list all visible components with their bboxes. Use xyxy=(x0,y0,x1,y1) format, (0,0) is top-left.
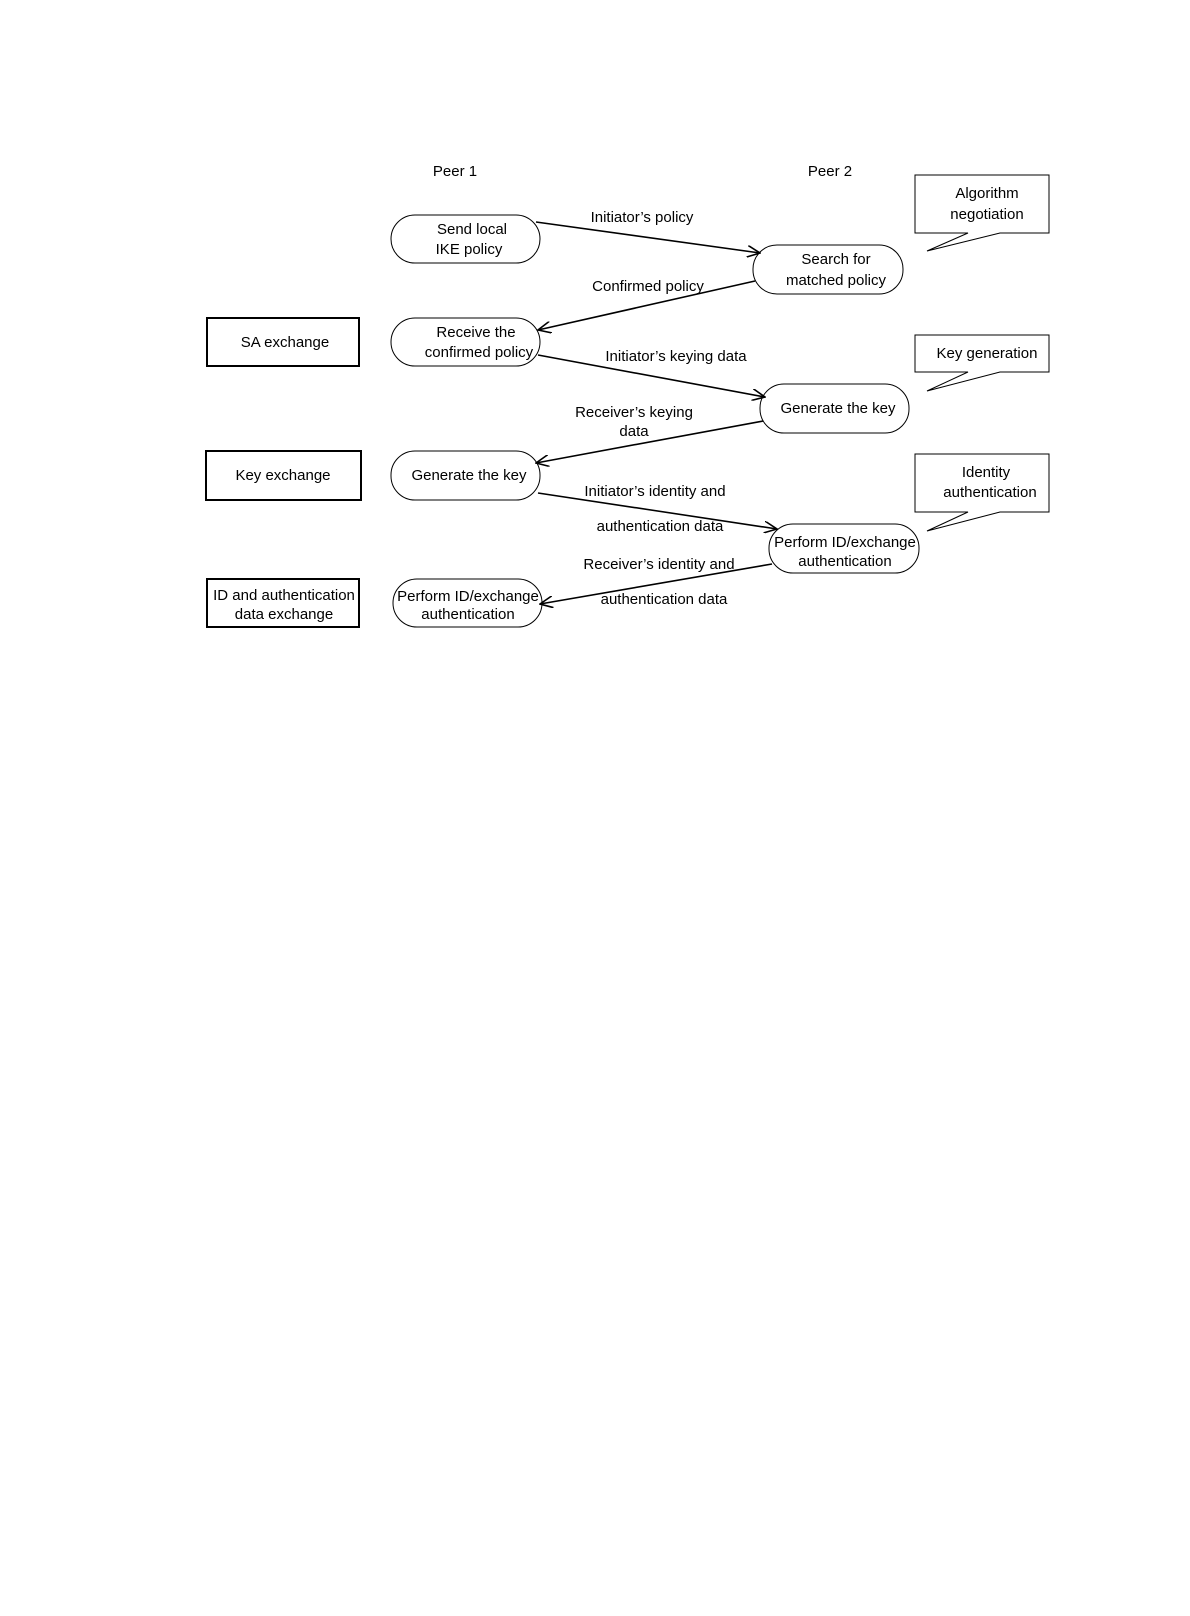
label-receiver-identity-line1: Receiver’s identity and xyxy=(583,556,734,573)
node-peer1-perform-id-line2: authentication xyxy=(421,606,514,623)
label-receiver-identity-line2: authentication data xyxy=(601,591,728,608)
label-initiator-policy: Initiator’s policy xyxy=(591,209,694,226)
arrow-receiver-keying xyxy=(536,420,764,463)
callout-algorithm-line1: Algorithm xyxy=(955,185,1018,202)
node-peer1-generate-key-label: Generate the key xyxy=(411,467,527,484)
label-receiver-keying-line2: data xyxy=(619,423,649,440)
callout-identity-line1: Identity xyxy=(962,464,1011,481)
phase-sa-exchange-label: SA exchange xyxy=(241,334,329,351)
arrow-initiator-policy xyxy=(535,221,760,253)
phase-id-exchange-label-line2: data exchange xyxy=(235,606,333,623)
callout-key-generation: Key generation xyxy=(914,334,1050,392)
phase-sa-exchange: SA exchange xyxy=(206,317,360,367)
node-peer2-generate-key-label: Generate the key xyxy=(780,400,896,417)
label-receiver-keying-line1: Receiver’s keying xyxy=(575,404,693,421)
node-peer2-perform-id: Perform ID/exchange authentication xyxy=(768,523,920,574)
node-peer2-perform-id-line1: Perform ID/exchange xyxy=(774,534,916,551)
phase-key-exchange-label: Key exchange xyxy=(235,467,330,484)
callout-identity-line2: authentication xyxy=(943,484,1036,501)
node-receive-confirmed-policy-line2: confirmed policy xyxy=(425,344,534,361)
node-send-local-policy: Send local IKE policy xyxy=(390,214,541,264)
node-peer2-perform-id-line2: authentication xyxy=(798,553,891,570)
callout-algorithm-negotiation: Algorithm negotiation xyxy=(914,174,1050,252)
callout-algorithm-line2: negotiation xyxy=(950,206,1023,223)
phase-id-exchange: ID and authentication data exchange xyxy=(206,578,360,628)
node-search-matched-policy: Search for matched policy xyxy=(752,244,904,295)
label-initiator-identity-line2: authentication data xyxy=(597,518,724,535)
node-receive-confirmed-policy-line1: Receive the xyxy=(436,324,515,341)
node-peer1-generate-key: Generate the key xyxy=(390,450,541,501)
label-initiator-keying: Initiator’s keying data xyxy=(605,348,747,365)
arrow-initiator-identity xyxy=(537,492,777,529)
node-search-matched-policy-line2: matched policy xyxy=(786,272,887,289)
node-peer1-perform-id: Perform ID/exchange authentication xyxy=(392,578,543,628)
node-send-local-policy-line1: Send local xyxy=(437,221,507,238)
callout-key-generation-label: Key generation xyxy=(937,345,1038,362)
phase-id-exchange-label-line1: ID and authentication xyxy=(213,587,355,604)
peer1-header: Peer 1 xyxy=(433,163,477,180)
label-initiator-identity-line1: Initiator’s identity and xyxy=(584,483,725,500)
arrow-initiator-keying xyxy=(537,354,765,397)
node-send-local-policy-line2: IKE policy xyxy=(436,241,503,258)
phase-key-exchange: Key exchange xyxy=(205,450,362,501)
arrow-confirmed-policy xyxy=(538,280,756,330)
node-search-matched-policy-line1: Search for xyxy=(801,251,870,268)
callout-identity-authentication: Identity authentication xyxy=(914,453,1050,532)
node-peer1-perform-id-line1: Perform ID/exchange xyxy=(397,588,539,605)
node-peer2-generate-key: Generate the key xyxy=(759,383,910,434)
peer2-header: Peer 2 xyxy=(808,163,852,180)
node-receive-confirmed-policy: Receive the confirmed policy xyxy=(390,317,541,367)
label-confirmed-policy: Confirmed policy xyxy=(592,278,704,295)
arrow-receiver-identity xyxy=(540,563,773,604)
